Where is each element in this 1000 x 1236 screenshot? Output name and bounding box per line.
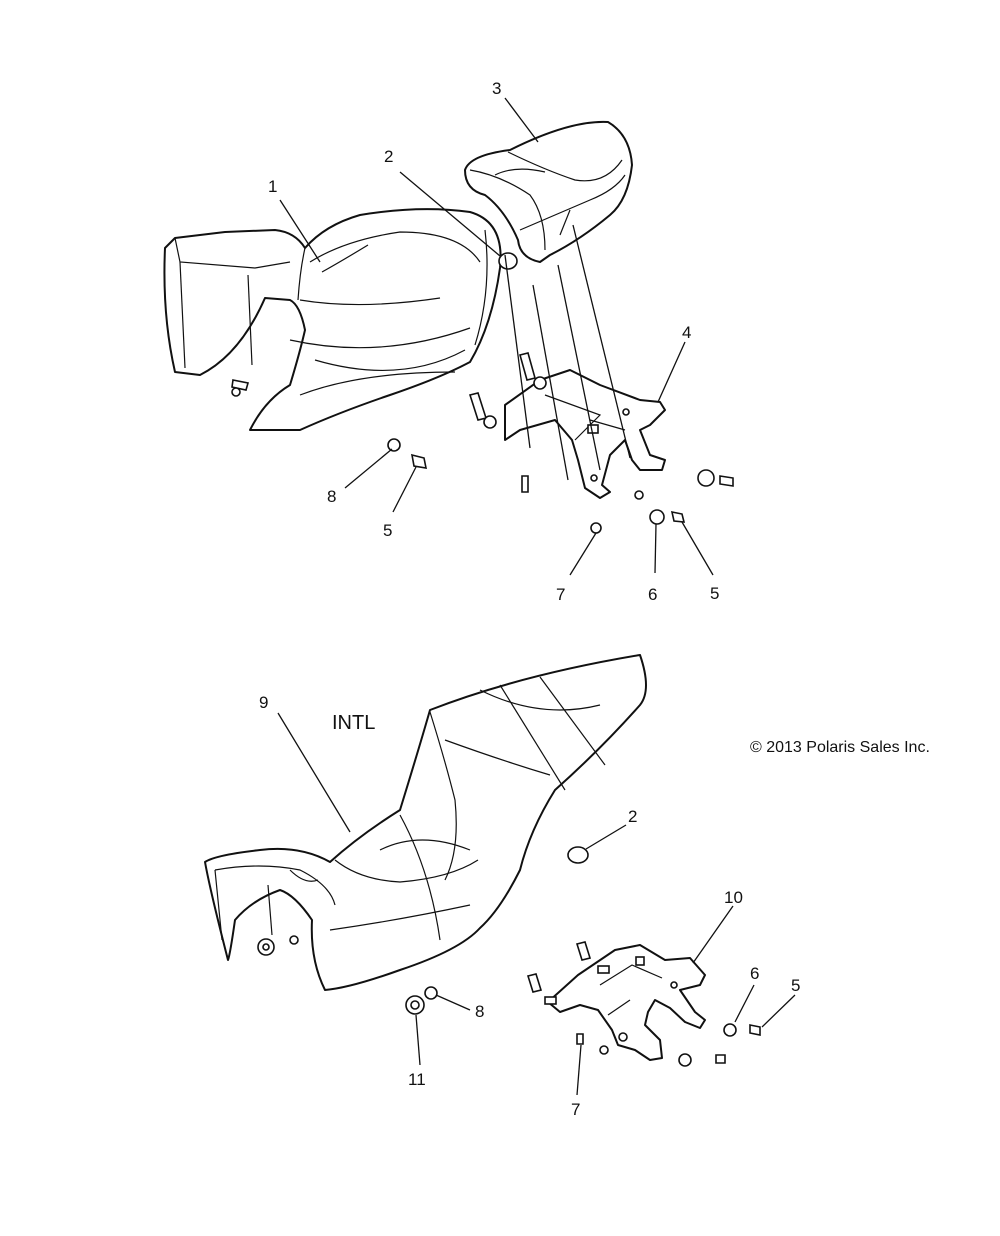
leader-3: [504, 97, 539, 143]
leader-5-bottom: [761, 994, 796, 1028]
leader-2: [399, 171, 501, 257]
rider-seat: [163, 208, 502, 431]
callout-7-bottom: 7: [571, 1100, 580, 1119]
copyright-notice: © 2013 Polaris Sales Inc.: [750, 739, 930, 756]
leader-11: [415, 1014, 421, 1066]
bottom-hardware: [257, 935, 761, 1067]
callout-4: 4: [682, 323, 691, 342]
callout-2-bottom: 2: [628, 807, 637, 826]
seat-bracket-intl: [547, 944, 706, 1061]
leader-1: [279, 199, 321, 263]
leader-7-top: [569, 532, 597, 576]
passenger-seat: [464, 120, 633, 263]
callout-10: 10: [724, 888, 743, 907]
callout-2-top: 2: [384, 147, 393, 166]
leader-5-top-right: [681, 521, 714, 576]
leader-6-bottom: [734, 984, 755, 1023]
leader-6-top: [654, 523, 657, 574]
intl-seat: [204, 654, 647, 991]
callout-7-top: 7: [556, 585, 565, 604]
leader-2-bottom: [585, 824, 627, 850]
callout-11: 11: [408, 1070, 426, 1089]
rubber-bumper: [498, 252, 518, 270]
callout-5-top-left: 5: [383, 521, 392, 540]
top-hardware: [231, 352, 734, 534]
callout-5-bottom: 5: [791, 976, 800, 995]
leader-4: [657, 341, 686, 403]
leader-10: [692, 905, 734, 964]
callout-6-bottom: 6: [750, 964, 759, 983]
leader-8-top: [344, 448, 393, 489]
callout-1: 1: [268, 177, 277, 196]
alignment-line: [504, 254, 531, 449]
alignment-line: [532, 284, 569, 481]
leader-8-bottom: [435, 994, 471, 1011]
alignment-line: [557, 264, 601, 471]
seat-bracket: [504, 369, 666, 499]
alignment-line: [572, 224, 631, 459]
leader-7-bottom: [576, 1044, 582, 1096]
leader-5-top-left: [392, 466, 417, 513]
callout-8-bottom: 8: [475, 1002, 484, 1021]
callout-5-top-right: 5: [710, 584, 719, 603]
callout-6-top: 6: [648, 585, 657, 604]
callout-9: 9: [259, 693, 268, 712]
callout-8-top: 8: [327, 487, 336, 506]
leader-9: [277, 712, 351, 833]
intl-label: INTL: [332, 712, 375, 734]
rubber-bumper-intl: [567, 846, 589, 864]
callout-3: 3: [492, 79, 501, 98]
